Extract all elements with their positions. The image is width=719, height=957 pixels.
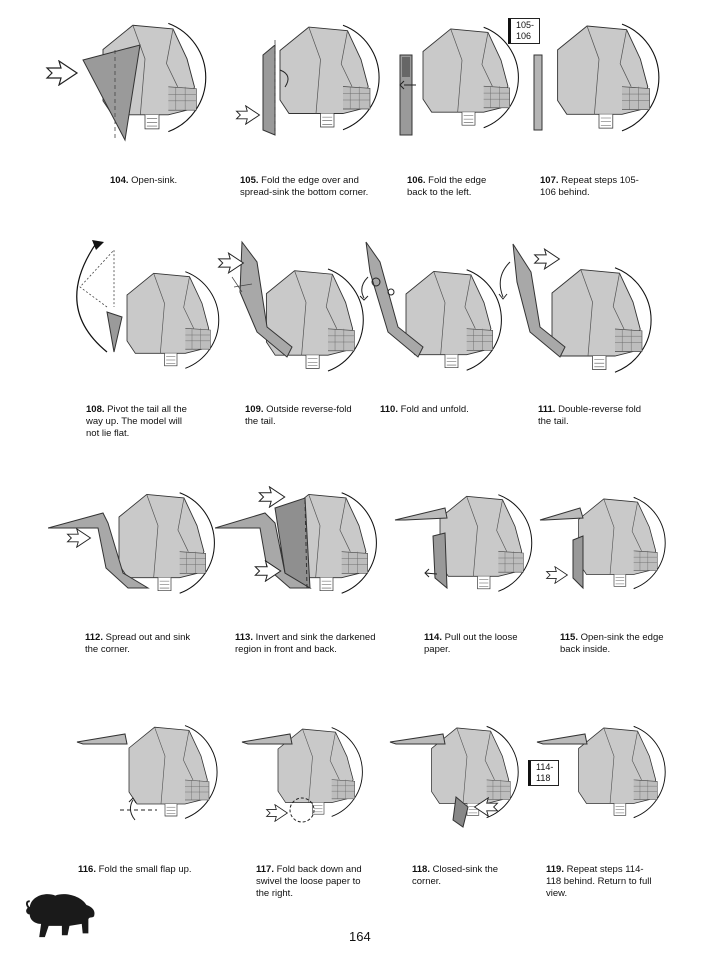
- caption-107: 107. Repeat steps 105-106 behind.: [540, 175, 639, 198]
- page-number: 164: [349, 929, 371, 944]
- diagram-119: [536, 725, 666, 819]
- diagram-107: [533, 23, 660, 132]
- caption-110: 110. Fold and unfold.: [380, 404, 469, 415]
- caption-104: 104. Open-sink.: [110, 175, 178, 186]
- caption-118: 118. Closed-sink the corner.: [412, 864, 499, 887]
- diagram-110: [359, 241, 503, 371]
- diagram-109: [218, 240, 364, 372]
- caption-116: 116. Fold the small flap up.: [78, 864, 192, 875]
- caption-113: 113. Invert and sink the darkened region…: [235, 632, 376, 655]
- caption-115: 115. Open-sink the edge back inside.: [560, 632, 664, 655]
- caption-109: 109. Outside reverse-fold the tail.: [245, 404, 352, 427]
- caption-112: 112. Spread out and sink the corner.: [85, 632, 191, 655]
- diagram-112: [48, 492, 216, 594]
- ref-box-119: 114-118: [528, 760, 560, 786]
- caption-117: 117. Fold back down and swivel the loose…: [256, 864, 362, 899]
- caption-114: 114. Pull out the loose paper.: [424, 632, 518, 655]
- caption-108: 108. Pivot the tail all the way up. The …: [86, 404, 187, 439]
- caption-119: 119. Repeat steps 114-118 behind. Return…: [546, 864, 652, 899]
- caption-105: 105. Fold the edge over and spread-sink …: [240, 175, 369, 198]
- diagram-104: [46, 22, 207, 142]
- ref-box-107: 105-106: [508, 18, 541, 44]
- diagram-113: [215, 486, 378, 594]
- caption-106: 106. Fold the edge back to the left.: [407, 175, 487, 198]
- diagram-114: [394, 494, 533, 592]
- diagram-117: [241, 726, 364, 823]
- diagram-118: [389, 725, 519, 828]
- diagram-116: [76, 724, 218, 821]
- diagram-108: [76, 240, 220, 369]
- caption-111: 111. Double-reverse fold the tail.: [538, 404, 641, 427]
- diagram-111: [498, 243, 652, 373]
- diagram-106: [399, 26, 519, 136]
- diagram-115: [539, 496, 666, 590]
- bison-logo-icon: [25, 893, 96, 939]
- diagram-105: [236, 24, 380, 136]
